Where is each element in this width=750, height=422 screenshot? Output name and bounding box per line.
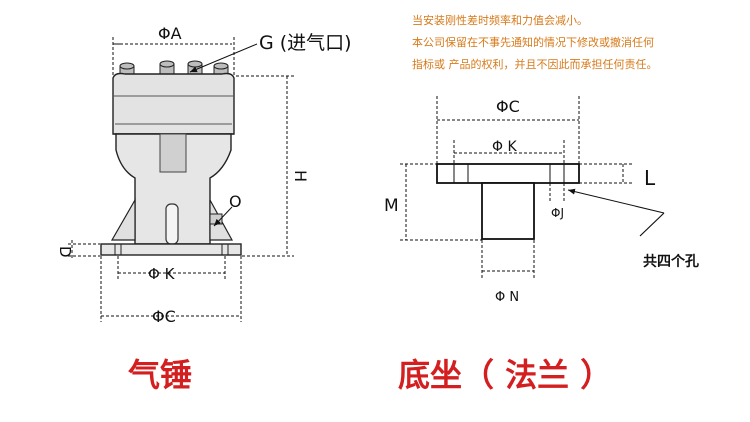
hammer-dim-c-label: ΦC — [152, 307, 176, 326]
hammer-dim-h-label: H — [291, 170, 310, 182]
flange-holes-note: 共四个孔 — [643, 253, 699, 270]
flange-dimensions — [400, 96, 665, 278]
hammer-cap — [112, 72, 235, 135]
flange-dim-j-label: ΦJ — [551, 206, 564, 220]
hammer-dimensions — [68, 37, 294, 322]
hammer-inlet-label: G (进气口) — [259, 32, 352, 54]
flange-plate — [436, 163, 580, 184]
hammer-caption: 气锤 — [128, 356, 192, 394]
flange-dim-m-label: M — [384, 196, 399, 216]
hammer-dim-a-label: ΦA — [158, 24, 182, 43]
flange-caption: 底坐（ 法兰 ） — [398, 356, 612, 394]
flange-dim-l-label: L — [644, 166, 656, 190]
flange-drawing — [436, 163, 580, 240]
flange-dim-c-label: ΦC — [496, 97, 520, 116]
air-hammer-drawing — [100, 60, 242, 256]
hammer-dim-d-label: D — [56, 246, 74, 258]
disclaimer-notice: 当安装刚性差时频率和力值会减小。 本公司保留在不事先通知的情况下修改或撤消任何 … — [412, 10, 742, 76]
flange-dim-n-label: Φ N — [495, 290, 519, 305]
notice-line: 当安装刚性差时频率和力值会减小。 — [412, 14, 588, 27]
hammer-base-flange — [100, 243, 242, 256]
notice-line: 本公司保留在不事先通知的情况下修改或撤消任何 — [412, 36, 654, 49]
flange-boss — [481, 182, 535, 240]
hammer-dim-k-label: Φ K — [148, 265, 176, 283]
hammer-dim-o-label: O — [229, 192, 242, 211]
flange-dim-k-label: Φ K — [492, 139, 517, 155]
notice-line: 指标或 产品的权利，并且不因此而承担任何责任。 — [412, 58, 658, 71]
